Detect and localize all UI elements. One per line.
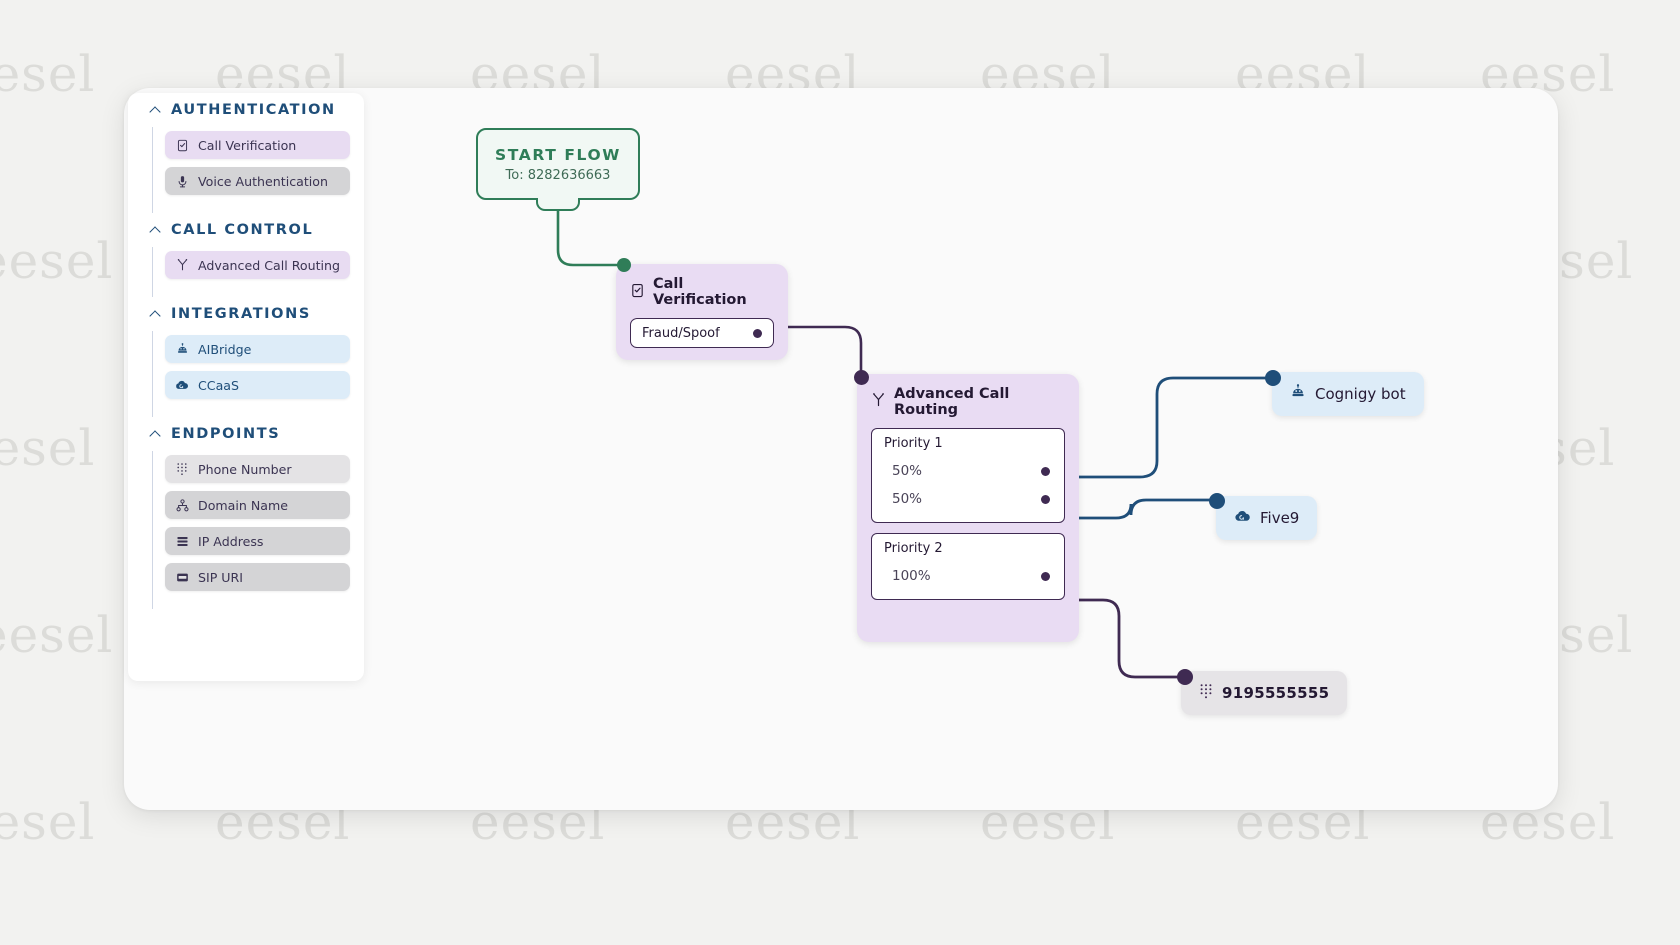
priority-group[interactable]: Priority 2 100% [871,533,1065,600]
cloud-icon [175,378,189,392]
sidebar-item-label: Call Verification [198,137,297,153]
route-output-handle-dot[interactable] [1041,466,1050,476]
sidebar-item-phone-number[interactable]: Phone Number [165,455,350,483]
start-flow-subtitle: To: 8282636663 [505,167,611,183]
route-output-handle-dot[interactable] [1041,494,1050,504]
phone-number-chip[interactable]: 9195555555 [1181,671,1348,715]
sidebar-item-label: Advanced Call Routing [198,257,341,273]
call-verification-title: Call Verification [653,276,747,308]
robot-bot-icon [1290,384,1306,404]
sidebar-item-label: IP Address [198,533,264,549]
sidebar-item-ip-address[interactable]: IP Address [165,527,350,555]
dialpad-icon [175,462,189,476]
robot-bot-icon [175,342,189,356]
output-handle-dot[interactable] [753,328,762,338]
start-flow-output-tab [536,198,580,211]
cognigy-bot-input-handle[interactable] [1265,370,1281,386]
sidebar-section-header-call-control[interactable]: CALL CONTROL [128,213,364,247]
advanced-routing-title: Advanced Call Routing [894,386,1010,418]
sidebar-section-title: INTEGRATIONS [171,306,311,322]
priority-group[interactable]: Priority 1 50% 50% [871,428,1065,523]
priority-label: Priority 2 [884,541,943,556]
sidebar-item-sip-uri[interactable]: SIP URI [165,563,350,591]
advanced-routing-title-row: Advanced Call Routing [871,386,1065,418]
sip-card-icon [175,570,189,584]
cognigy-bot-node[interactable]: Cognigy bot [1272,372,1424,416]
call-verification-node[interactable]: Call Verification Fraud/Spoof [616,264,788,360]
route-weight: 100% [892,568,931,584]
call-verification-output-fraud-spoof[interactable]: Fraud/Spoof [630,318,774,348]
start-flow-title: START FLOW [495,145,621,164]
priority-route-row[interactable]: 50% [872,457,1064,485]
branch-fork-icon [175,258,189,272]
sidebar-item-label: Voice Authentication [198,173,328,189]
priority-label: Priority 1 [884,436,943,451]
call-verification-input-handle[interactable] [617,258,631,272]
priority-route-row[interactable]: 100% [872,562,1064,590]
branch-fork-icon [871,392,886,412]
sidebar-item-advanced-call-routing[interactable]: Advanced Call Routing [165,251,350,279]
sidebar-item-label: Phone Number [198,461,292,477]
call-verification-title-row: Call Verification [630,276,774,308]
sidebar-section-header-integrations[interactable]: INTEGRATIONS [128,297,364,331]
sidebar-item-label: CCaaS [198,377,240,393]
sitemap-icon [175,498,189,512]
microphone-icon [175,174,189,188]
cognigy-bot-label: Cognigy bot [1315,385,1406,403]
checkbox-document-icon [175,138,189,152]
route-output-handle-dot[interactable] [1041,571,1050,581]
sidebar-item-label: Domain Name [198,497,289,513]
sidebar-section-title: ENDPOINTS [171,426,281,442]
five9-label: Five9 [1260,509,1300,527]
sidebar-item-label: SIP URI [198,569,243,585]
sidebar-section-header-authentication[interactable]: AUTHENTICATION [128,93,364,127]
five9-node[interactable]: Five9 [1216,496,1318,540]
phone-number-label: 9195555555 [1222,684,1330,702]
sidebar-section-title: CALL CONTROL [171,222,314,238]
sidebar-section-title: AUTHENTICATION [171,102,336,118]
output-label: Fraud/Spoof [642,325,720,341]
checkbox-document-icon [630,283,645,302]
sidebar-section-header-endpoints[interactable]: ENDPOINTS [128,417,364,451]
server-stack-icon [175,534,189,548]
sidebar-item-aibridge[interactable]: AIBridge [165,335,350,363]
priority-route-row[interactable]: 50% [872,485,1064,513]
route-weight: 50% [892,463,923,479]
five9-chip[interactable]: Five9 [1216,496,1318,540]
sidebar-item-ccaas[interactable]: CCaaS [165,371,350,399]
sidebar-item-call-verification[interactable]: Call Verification [165,131,350,159]
sidebar-item-domain-name[interactable]: Domain Name [165,491,350,519]
start-flow-node[interactable]: START FLOW To: 8282636663 [476,128,640,200]
cloud-icon [1234,509,1251,527]
phone-number-input-handle[interactable] [1177,669,1193,685]
five9-input-handle[interactable] [1209,493,1225,509]
dialpad-icon [1199,683,1213,703]
route-weight: 50% [892,491,923,507]
sidebar-item-voice-authentication[interactable]: Voice Authentication [165,167,350,195]
advanced-routing-input-handle[interactable] [854,370,869,385]
phone-number-endpoint-node[interactable]: 9195555555 [1181,671,1348,715]
sidebar-section-body: Advanced Call Routing [152,247,364,297]
sidebar-item-label: AIBridge [198,341,252,357]
cognigy-bot-chip[interactable]: Cognigy bot [1272,372,1424,416]
start-flow-tab-mask [539,196,577,201]
